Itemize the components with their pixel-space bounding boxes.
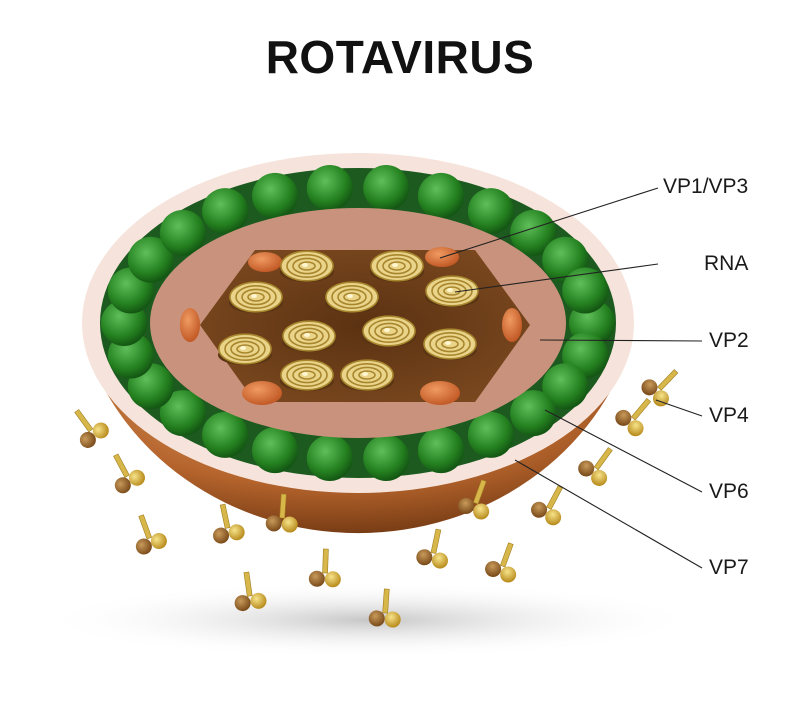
rna-coil (229, 281, 283, 313)
vp4-spike (135, 514, 167, 555)
vp6-bead (306, 435, 353, 482)
vp6-bead (127, 236, 174, 283)
rna-coil (280, 359, 334, 391)
rna-coil (423, 328, 477, 360)
vp4-spike (368, 588, 401, 628)
vp4-spike (416, 528, 448, 569)
vp4-spike (308, 548, 341, 588)
vp1-vp3-enzymes (180, 247, 522, 405)
rna-coil (425, 275, 479, 307)
vp6-bead (467, 188, 514, 235)
vp1-vp3-enzyme (420, 381, 460, 405)
rna-coil (280, 250, 334, 282)
vp4-spike (265, 493, 298, 533)
vp6-bead (202, 188, 249, 235)
rna-coil (282, 320, 336, 352)
leader-line-vp2 (539, 339, 703, 342)
vp6-bead (252, 172, 299, 219)
vp4-spike (531, 485, 563, 526)
vp6-bead (467, 411, 514, 458)
label-vp1-vp3: VP1/VP3 (663, 175, 749, 198)
vp4-spike (74, 409, 109, 448)
vp6-bead (542, 363, 589, 410)
vp1-vp3-enzyme (242, 381, 282, 405)
vp6-bead (306, 164, 353, 211)
rna-coil (370, 250, 424, 282)
vp4-spike (213, 503, 245, 544)
leader-line-vp1-vp3 (439, 187, 659, 259)
leader-line-vp7 (514, 459, 703, 569)
vp1-vp3-enzyme (248, 252, 282, 272)
label-vp6: VP6 (709, 480, 749, 503)
leader-line-vp4 (655, 399, 703, 417)
rna-coil (362, 315, 416, 347)
label-vp4: VP4 (709, 404, 749, 427)
vp1-vp3-enzyme (502, 308, 522, 342)
vp6-bead (510, 390, 557, 437)
vp6-bead (562, 267, 609, 314)
vp4-spike (458, 479, 490, 520)
rna-segments (218, 250, 479, 391)
leader-line-rna (454, 263, 659, 293)
vp6-bead (159, 390, 206, 437)
vp6-beads (101, 164, 615, 482)
vp4-spikes (74, 369, 679, 628)
vp6-bead (417, 427, 464, 474)
vp6-bead (159, 209, 206, 256)
vp6-bead (202, 411, 249, 458)
vp6-bead (417, 172, 464, 219)
label-vp7: VP7 (709, 556, 749, 579)
vp6-bead (363, 164, 410, 211)
vp6-bead (363, 435, 410, 482)
vp4-spike (485, 542, 517, 583)
vp1-vp3-enzyme (180, 308, 200, 342)
vp4-spike (234, 571, 267, 612)
vp4-spike (641, 369, 679, 407)
vp6-bead (510, 209, 557, 256)
label-vp2: VP2 (709, 329, 749, 352)
leader-line-vp6 (544, 409, 703, 493)
rna-coil (325, 281, 379, 313)
vp4-spike (615, 398, 652, 437)
diagram-title: ROTAVIRUS (265, 31, 535, 83)
rna-coil (218, 333, 272, 365)
label-rna: RNA (704, 252, 749, 275)
vp4-spike (578, 447, 613, 486)
rna-coil (340, 359, 394, 391)
leader-lines (439, 187, 703, 569)
vp6-bead (252, 427, 299, 474)
vp4-spike (113, 453, 145, 494)
